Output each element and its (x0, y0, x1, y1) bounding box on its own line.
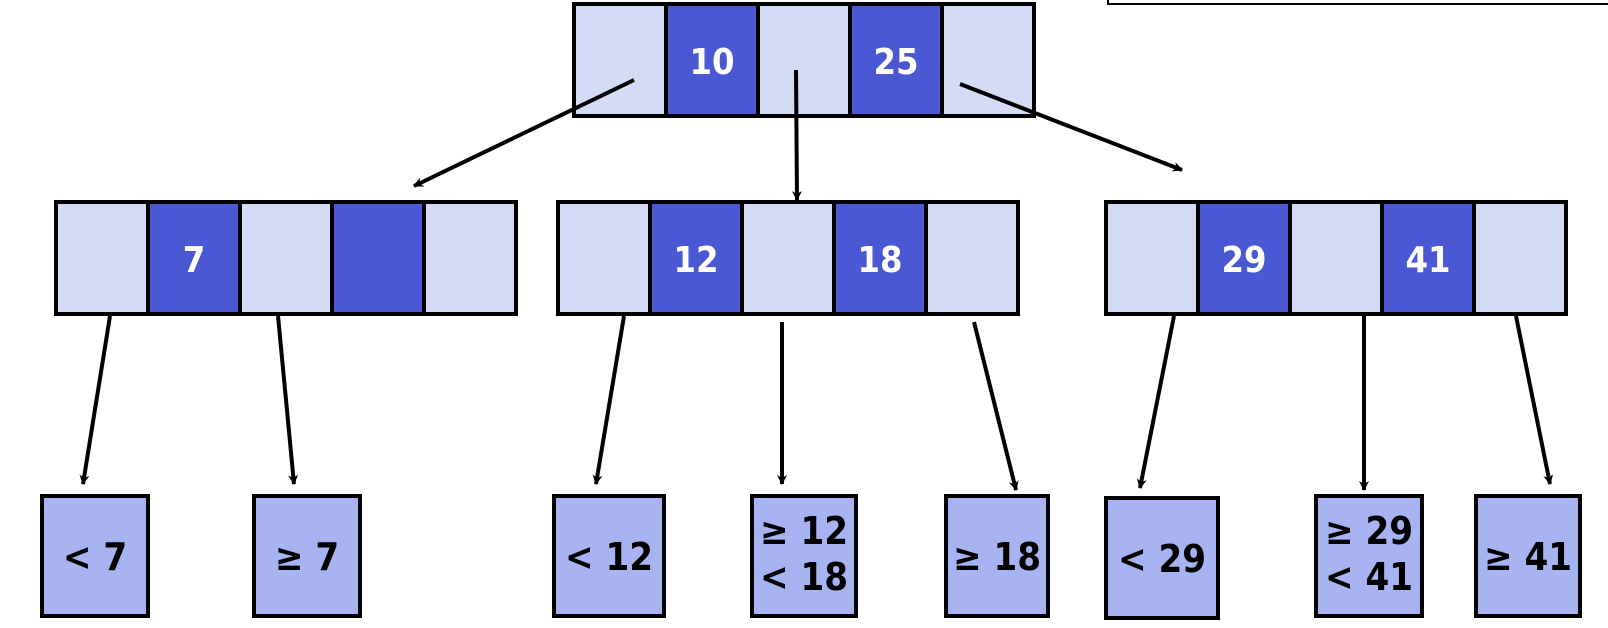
leaf-5: < 29 (1104, 496, 1220, 620)
arrow-root-to-node3 (959, 82, 1183, 172)
root-pointer-cell-2 (940, 2, 1036, 118)
node3-key-1: 41 (1405, 240, 1450, 281)
node2-pointer-cell-2 (924, 200, 1020, 316)
node2-key-cell-1 (832, 200, 928, 316)
leaf-4: ≥ 18 (944, 494, 1050, 618)
root-key-1: 25 (873, 42, 918, 83)
node3-pointer-cell-0 (1104, 200, 1200, 316)
arrow-root-to-node1 (413, 78, 635, 188)
node3-pointer-cell-2 (1472, 200, 1568, 316)
node1-key-cell-1 (330, 200, 426, 316)
root-node: 10 25 (572, 2, 1036, 118)
partial-frame-border (1107, 0, 1608, 5)
leaf-0-box (40, 494, 150, 618)
leaf-7-label: ≥ 41 (1484, 535, 1572, 579)
node2-key-0: 12 (673, 240, 718, 281)
leaf-1-box (252, 494, 362, 618)
leaf-6-box (1314, 494, 1424, 618)
root-key-cell-0 (664, 2, 760, 118)
arrow-node1-to-leaf1 (276, 315, 299, 485)
leaf-4-box (944, 494, 1050, 618)
leaf-6: ≥ 29 < 41 (1314, 494, 1424, 618)
leaf-5-box (1104, 496, 1220, 620)
node1-pointer-cell-2 (422, 200, 518, 316)
node2-key-1: 18 (857, 240, 902, 281)
leaf-3: ≥ 12 < 18 (750, 494, 858, 618)
leaf-5-label: < 29 (1118, 537, 1206, 581)
arrow-root-to-node2 (791, 69, 802, 201)
arrow-node3-to-leaf7 (1514, 315, 1554, 485)
node1-key-0: 7 (183, 240, 206, 281)
node2-pointer-cell-1 (740, 200, 836, 316)
node3-key-cell-0 (1196, 200, 1292, 316)
leaf-0-label: < 7 (63, 535, 127, 579)
node1-key-cell-0 (146, 200, 242, 316)
leaf-1: ≥ 7 (252, 494, 362, 618)
internal-node-2: 12 18 (556, 200, 1020, 316)
arrow-node2-to-leaf2 (592, 315, 626, 485)
node3-key-cell-1 (1380, 200, 1476, 316)
arrow-node1-to-leaf0 (79, 315, 112, 485)
arrow-node2-to-leaf4 (972, 321, 1019, 491)
leaf-4-label: ≥ 18 (953, 535, 1041, 579)
internal-node-1: 7 (54, 200, 518, 316)
leaf-3-box (750, 494, 858, 618)
leaf-1-label: ≥ 7 (275, 535, 339, 579)
leaf-2-label: < 12 (565, 535, 653, 579)
leaf-0: < 7 (40, 494, 150, 618)
leaf-2-box (552, 494, 666, 618)
node2-pointer-cell-0 (556, 200, 652, 316)
root-key-cell-1 (848, 2, 944, 118)
node1-pointer-cell-0 (54, 200, 150, 316)
leaf-3-label-line2: < 18 (760, 555, 848, 599)
leaf-2: < 12 (552, 494, 666, 618)
internal-node-3: 29 41 (1104, 200, 1568, 316)
leaf-7-box (1474, 494, 1582, 618)
root-pointer-cell-1 (756, 2, 852, 118)
node1-pointer-cell-1 (238, 200, 334, 316)
root-key-0: 10 (689, 42, 734, 83)
leaf-3-label-line1: ≥ 12 (760, 509, 848, 553)
node3-key-0: 29 (1221, 240, 1266, 281)
node3-pointer-cell-1 (1288, 200, 1384, 316)
leaf-6-label-line2: < 41 (1325, 555, 1413, 599)
leaf-7: ≥ 41 (1474, 494, 1582, 618)
arrow-node3-to-leaf5 (1136, 315, 1176, 489)
root-pointer-cell-0 (572, 2, 668, 118)
leaf-6-label-line1: ≥ 29 (1325, 509, 1413, 553)
